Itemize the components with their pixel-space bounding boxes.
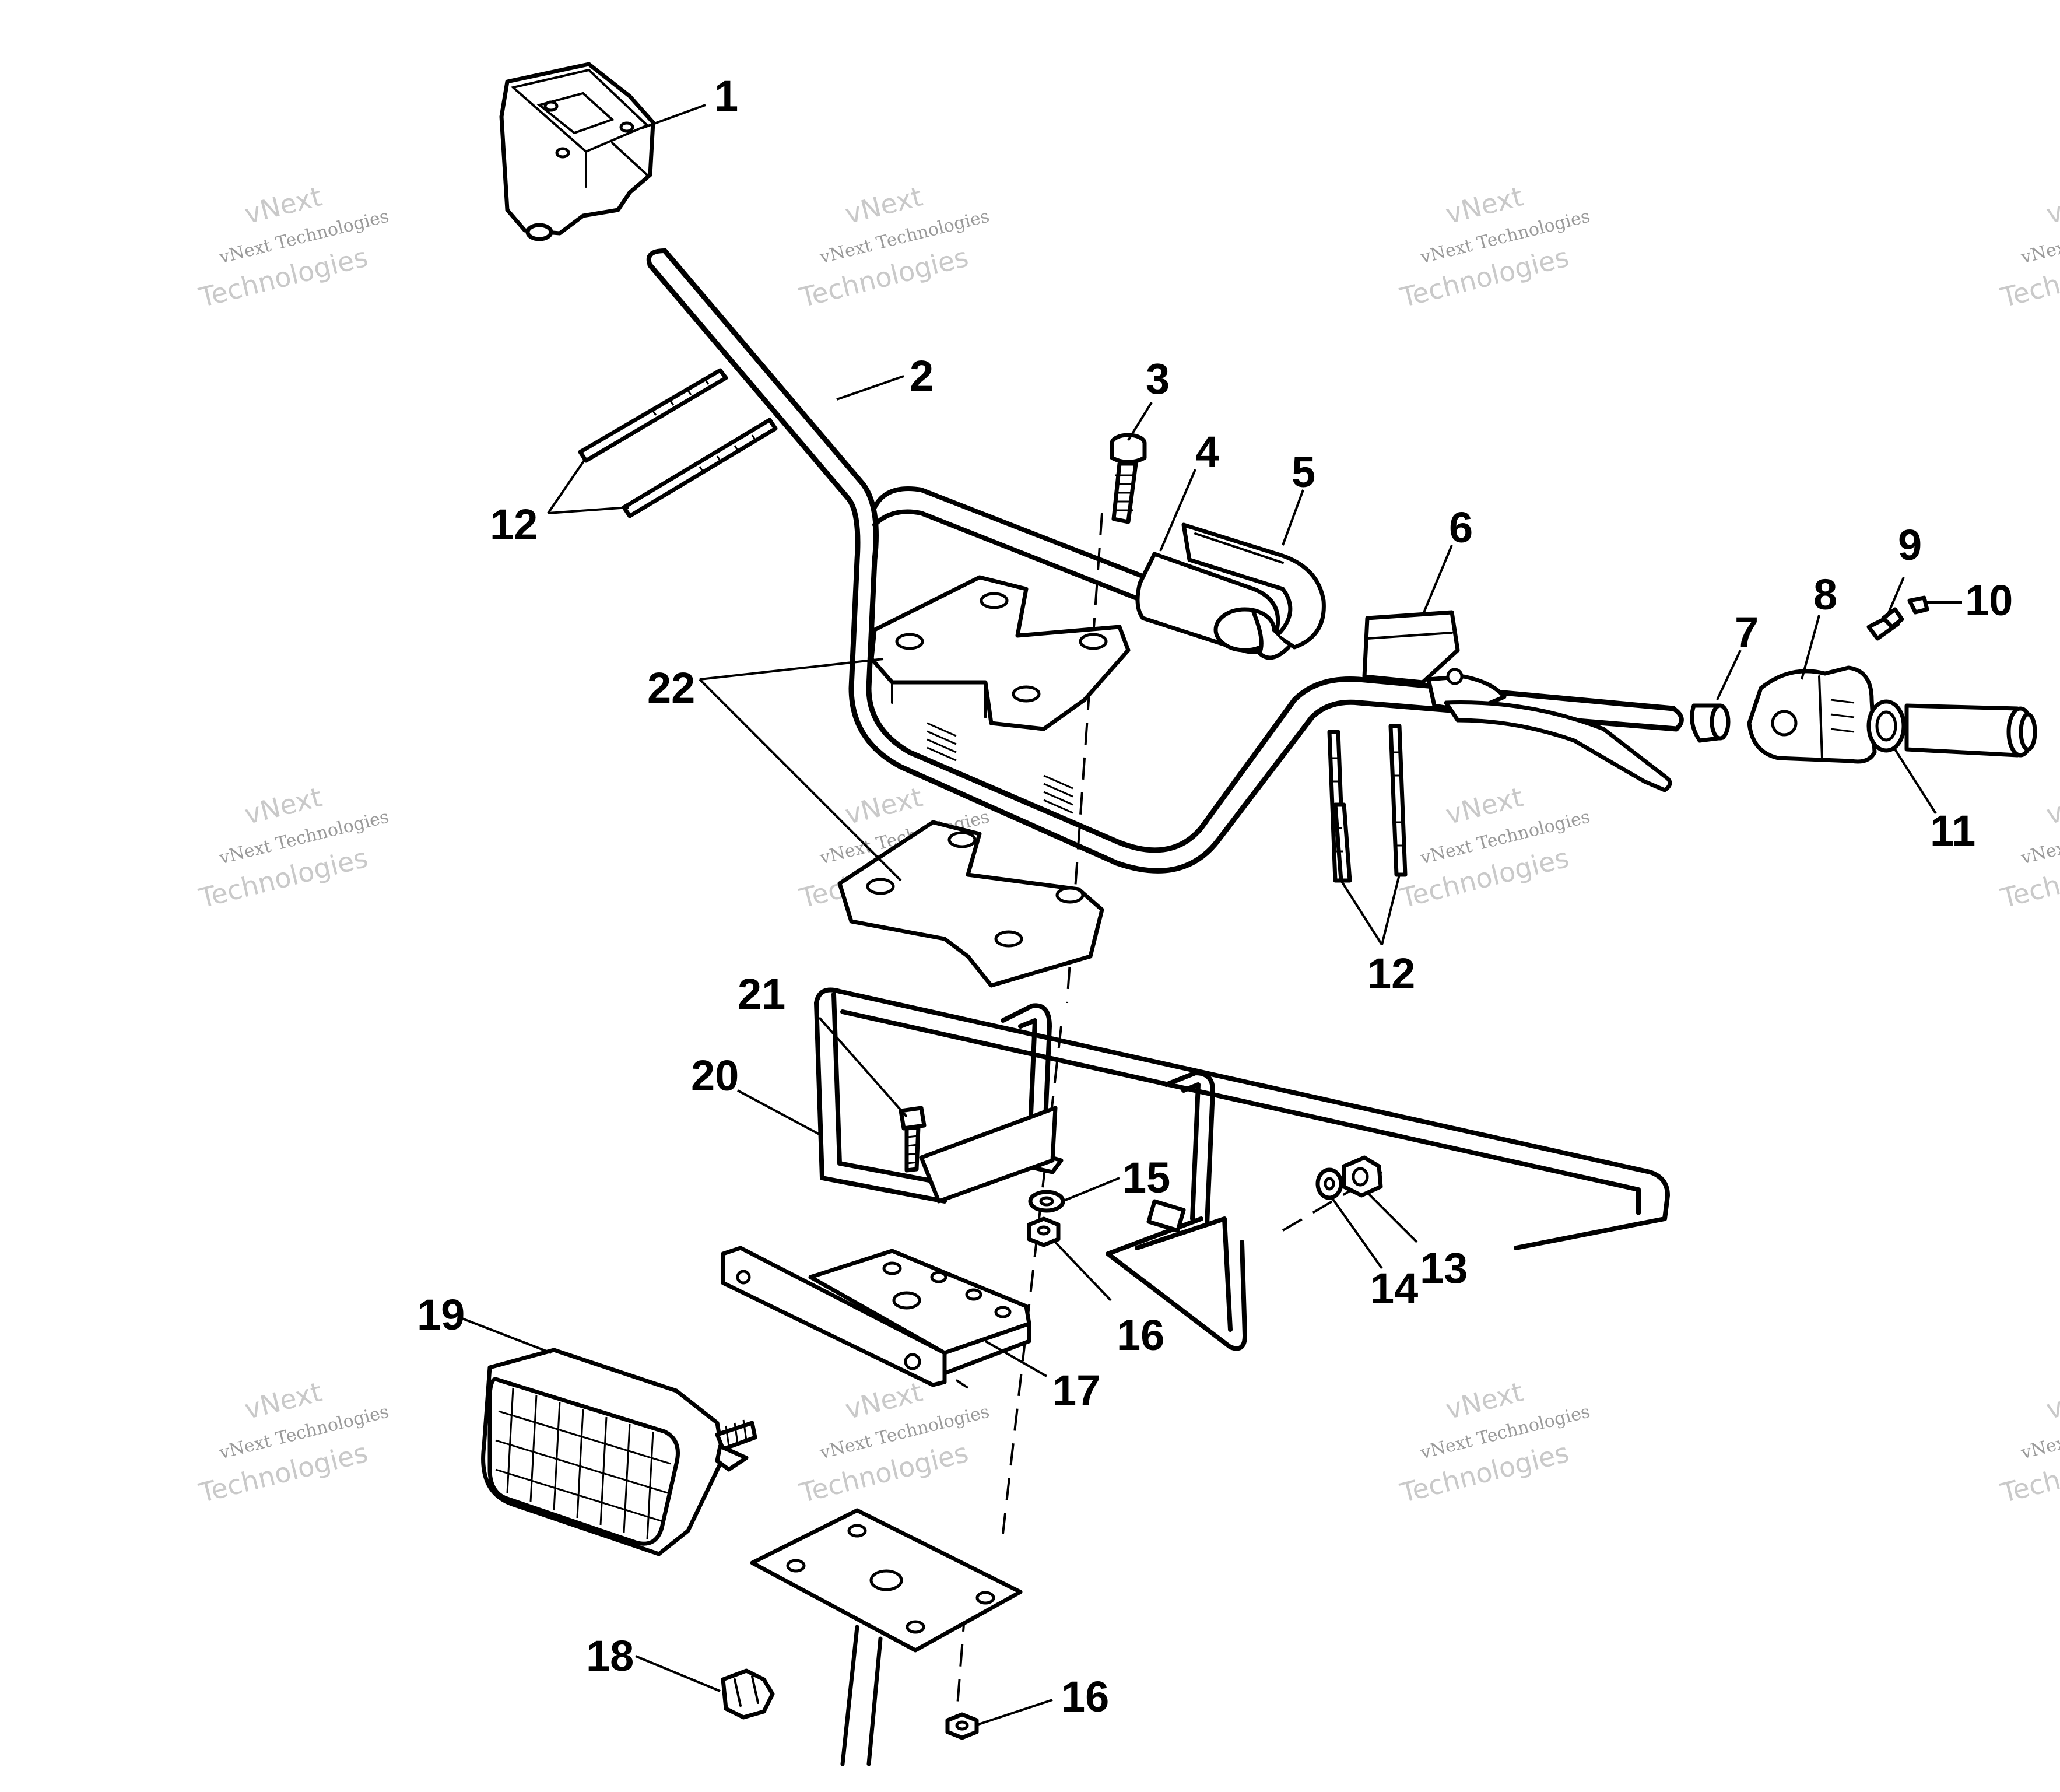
svg-text:vNext: vNext — [241, 781, 325, 830]
callout-17: 17 — [1052, 1366, 1100, 1415]
callout-3: 3 — [1146, 355, 1170, 403]
part-12-grip-strips-lower — [1327, 724, 1408, 883]
callout-14: 14 — [1370, 1264, 1418, 1313]
part-19-headlight — [481, 1348, 757, 1556]
watermark: vNext vNext Technologies Technologies — [1997, 180, 2060, 313]
watermark: vNext vNext Technologies Technologies — [195, 1376, 391, 1509]
part-20-headlight-bracket — [814, 987, 1670, 1351]
part-3-bolt — [1110, 433, 1147, 524]
svg-text:vNext: vNext — [241, 180, 325, 230]
callout-10: 10 — [1965, 576, 2013, 625]
callout-21: 21 — [738, 970, 785, 1018]
callout-20: 20 — [691, 1051, 739, 1100]
part-12-grip-strips-upper — [578, 368, 778, 518]
callout-16-upper: 16 — [1117, 1311, 1164, 1359]
part-10-screw — [1907, 595, 1929, 615]
part-9-screw — [1866, 607, 1904, 641]
callout-7: 7 — [1735, 608, 1759, 657]
part-14-washer — [1315, 1167, 1343, 1200]
part-1-master-cylinder — [499, 62, 655, 241]
callout-2: 2 — [910, 352, 934, 400]
svg-text:vNext: vNext — [1443, 180, 1526, 230]
part-17-mounting-plate — [721, 1246, 1031, 1387]
watermark: vNext vNext Technologies Technologies — [1396, 1376, 1592, 1509]
svg-text:vNext: vNext — [2043, 781, 2060, 830]
part-21-bolt — [899, 1106, 927, 1173]
svg-text:vNext: vNext — [1443, 1376, 1526, 1425]
callout-11: 11 — [1930, 806, 1975, 855]
part-15-washer — [1028, 1190, 1065, 1213]
callout-numbers: 1 2 3 4 5 6 7 8 9 10 11 12 12 13 14 15 1… — [417, 72, 2013, 1721]
watermark: vNext vNext Technologies Technologies — [195, 180, 391, 313]
part-7-collar — [1690, 703, 1731, 743]
part-16-nut-upper — [1027, 1216, 1061, 1247]
part-6-brake-lever — [1362, 610, 1672, 792]
callout-12-upper: 12 — [490, 500, 538, 549]
callout-19: 19 — [417, 1290, 465, 1339]
svg-text:vNext: vNext — [2043, 180, 2060, 230]
callout-13: 13 — [1420, 1244, 1468, 1292]
svg-text:vNext: vNext — [842, 1376, 925, 1425]
part-22-lower-clamp — [837, 820, 1104, 988]
callout-8: 8 — [1813, 570, 1837, 619]
watermark: vNext vNext Technologies Technologies — [796, 180, 991, 313]
svg-text:vNext: vNext — [2043, 1376, 2060, 1425]
part-13-nut — [1342, 1155, 1383, 1198]
watermark: vNext vNext Technologies Technologies — [1396, 180, 1592, 313]
leader-lines — [460, 104, 1962, 1726]
callout-16-lower: 16 — [1061, 1672, 1109, 1721]
part-18-clip — [721, 1668, 775, 1720]
watermark: vNext vNext Technologies Technologies — [1997, 1376, 2060, 1509]
part-22-upper-clamp — [869, 575, 1131, 731]
part-8-throttle-housing — [1747, 665, 1877, 764]
callout-15: 15 — [1122, 1153, 1170, 1202]
svg-text:vNext: vNext — [842, 180, 925, 230]
callout-9: 9 — [1898, 521, 1922, 569]
svg-text:vNext: vNext — [241, 1376, 325, 1425]
watermark: vNext vNext Technologies Technologies — [1396, 781, 1592, 914]
watermark: vNext vNext Technologies Technologies — [796, 1376, 991, 1509]
steering-plate — [750, 1508, 1023, 1766]
svg-text:vNext: vNext — [1443, 781, 1526, 830]
callout-1: 1 — [714, 72, 738, 120]
callout-6: 6 — [1449, 503, 1473, 552]
callout-22: 22 — [647, 664, 695, 712]
callout-4: 4 — [1195, 427, 1219, 476]
callout-5: 5 — [1292, 448, 1315, 496]
part-2-handlebar — [646, 248, 1684, 874]
part-5-pad — [1181, 522, 1326, 660]
svg-text:vNext: vNext — [842, 781, 925, 830]
part-16-nut-lower — [945, 1712, 979, 1740]
callout-18: 18 — [586, 1632, 634, 1680]
callout-12-lower: 12 — [1367, 949, 1415, 998]
part-11-grip — [1866, 699, 2037, 758]
watermark: vNext vNext Technologies Technologies — [195, 781, 391, 914]
watermark: vNext vNext Technologies Technologies — [1997, 781, 2060, 914]
